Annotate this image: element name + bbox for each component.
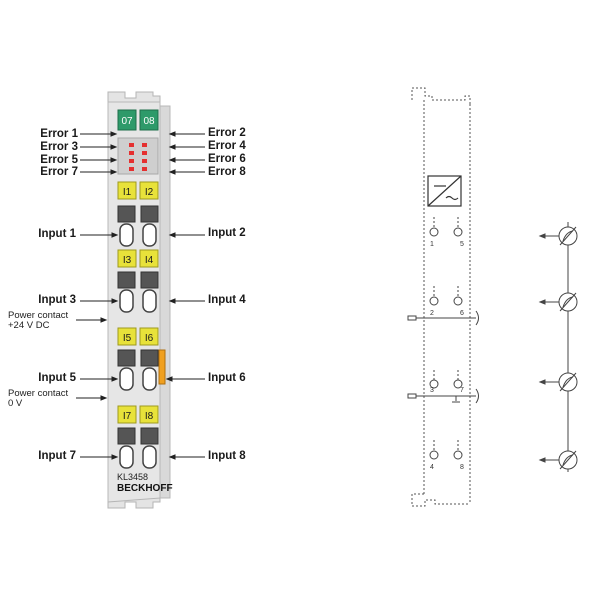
led-I3: I3	[123, 255, 132, 266]
label-error-1: Error 1	[40, 128, 78, 140]
model-label: KL3458	[117, 472, 148, 482]
brand-label: BECKHOFF	[117, 483, 173, 494]
status-led-08	[139, 109, 159, 131]
label-input-5: Input 5	[38, 372, 76, 384]
label-error-8: Error 8	[208, 166, 246, 178]
led-I6: I6	[145, 333, 154, 344]
status-led-07-label: 07	[121, 116, 133, 127]
schematic-contact-numbers: 1 5 2 6 3 7 4 8	[430, 241, 464, 471]
status-led-08-label: 08	[143, 116, 155, 127]
svg-text:2: 2	[430, 310, 434, 317]
led-I5: I5	[123, 333, 132, 344]
schematic-power-contacts	[407, 310, 479, 404]
label-error-2: Error 2	[208, 127, 246, 139]
svg-text:1: 1	[430, 241, 434, 248]
sensor-symbols	[538, 222, 578, 472]
svg-text:8: 8	[460, 464, 464, 471]
label-input-4: Input 4	[208, 294, 246, 306]
error-led-panel	[117, 137, 159, 175]
status-led-panel: 07 08	[117, 109, 159, 131]
svg-text:6: 6	[460, 310, 464, 317]
schematic-contacts	[429, 217, 463, 460]
svg-text:7: 7	[460, 387, 464, 394]
schematic-outline	[411, 87, 471, 507]
channel-block-7-8: I7 I8	[117, 405, 159, 469]
label-input-8: Input 8	[208, 450, 246, 462]
led-I7: I7	[123, 411, 132, 422]
label-input-7: Input 7	[38, 450, 76, 462]
leader-lines-left	[76, 131, 119, 460]
label-input-3: Input 3	[38, 294, 76, 306]
label-error-5: Error 5	[40, 154, 78, 166]
svg-text:5: 5	[460, 241, 464, 248]
channel-block-1-2: I1 I2	[117, 181, 159, 247]
leader-lines-right	[165, 131, 205, 460]
led-I8: I8	[145, 411, 154, 422]
label-error-3: Error 3	[40, 141, 78, 153]
label-error-4: Error 4	[208, 140, 246, 152]
svg-text:3: 3	[430, 387, 434, 394]
label-input-1: Input 1	[38, 228, 76, 240]
led-I4: I4	[145, 255, 154, 266]
channel-block-5-6: I5 I6	[117, 327, 166, 391]
label-input-6: Input 6	[208, 372, 246, 384]
svg-text:4: 4	[430, 464, 434, 471]
label-power-contact-0v: Power contact 0 V	[8, 388, 69, 409]
channel-block-3-4: I3 I4	[117, 249, 159, 313]
label-error-7: Error 7	[40, 166, 78, 178]
label-power-contact-24v: Power contact +24 V DC	[8, 310, 69, 331]
led-I2: I2	[145, 187, 154, 198]
label-input-2: Input 2	[208, 227, 246, 239]
power-contact-marker	[158, 349, 166, 385]
label-error-6: Error 6	[208, 153, 246, 165]
led-I1: I1	[123, 187, 132, 198]
converter-symbol	[427, 175, 462, 207]
status-led-07	[117, 109, 137, 131]
